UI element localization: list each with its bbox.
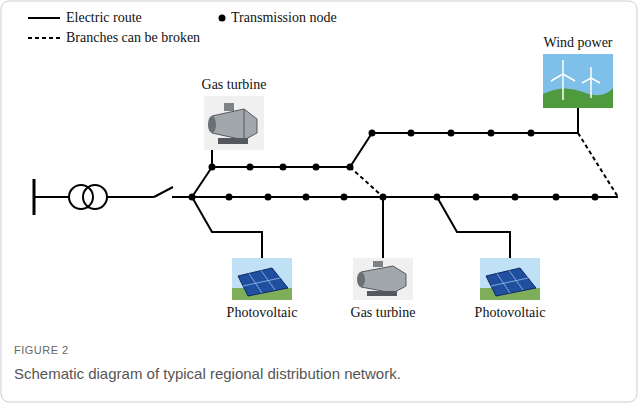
gas-turbine-picture bbox=[353, 258, 413, 300]
figure-number: FIGURE 2 bbox=[14, 343, 69, 357]
source-label: Photovoltaic bbox=[227, 304, 298, 322]
legend-dashed-line bbox=[28, 37, 60, 39]
gas-turbine-picture bbox=[204, 96, 264, 150]
legend-text: Transmission node bbox=[231, 9, 337, 27]
source-label: Gas turbine bbox=[202, 76, 267, 94]
substation-symbol bbox=[34, 179, 173, 215]
source-label: Photovoltaic bbox=[475, 304, 546, 322]
breakable-branch bbox=[350, 133, 618, 197]
source-label: Wind power bbox=[543, 34, 612, 52]
electric-route bbox=[172, 108, 618, 258]
photovoltaic-picture bbox=[480, 258, 540, 300]
source-label: Gas turbine bbox=[351, 304, 416, 322]
legend-text: Branches can be broken bbox=[66, 29, 200, 47]
figure-caption: Schematic diagram of typical regional di… bbox=[14, 364, 401, 383]
legend-node-dot bbox=[219, 15, 226, 22]
legend-solid-line bbox=[28, 17, 60, 19]
photovoltaic-picture bbox=[232, 258, 292, 300]
wind-power-picture bbox=[543, 54, 613, 108]
legend-text: Electric route bbox=[66, 9, 142, 27]
